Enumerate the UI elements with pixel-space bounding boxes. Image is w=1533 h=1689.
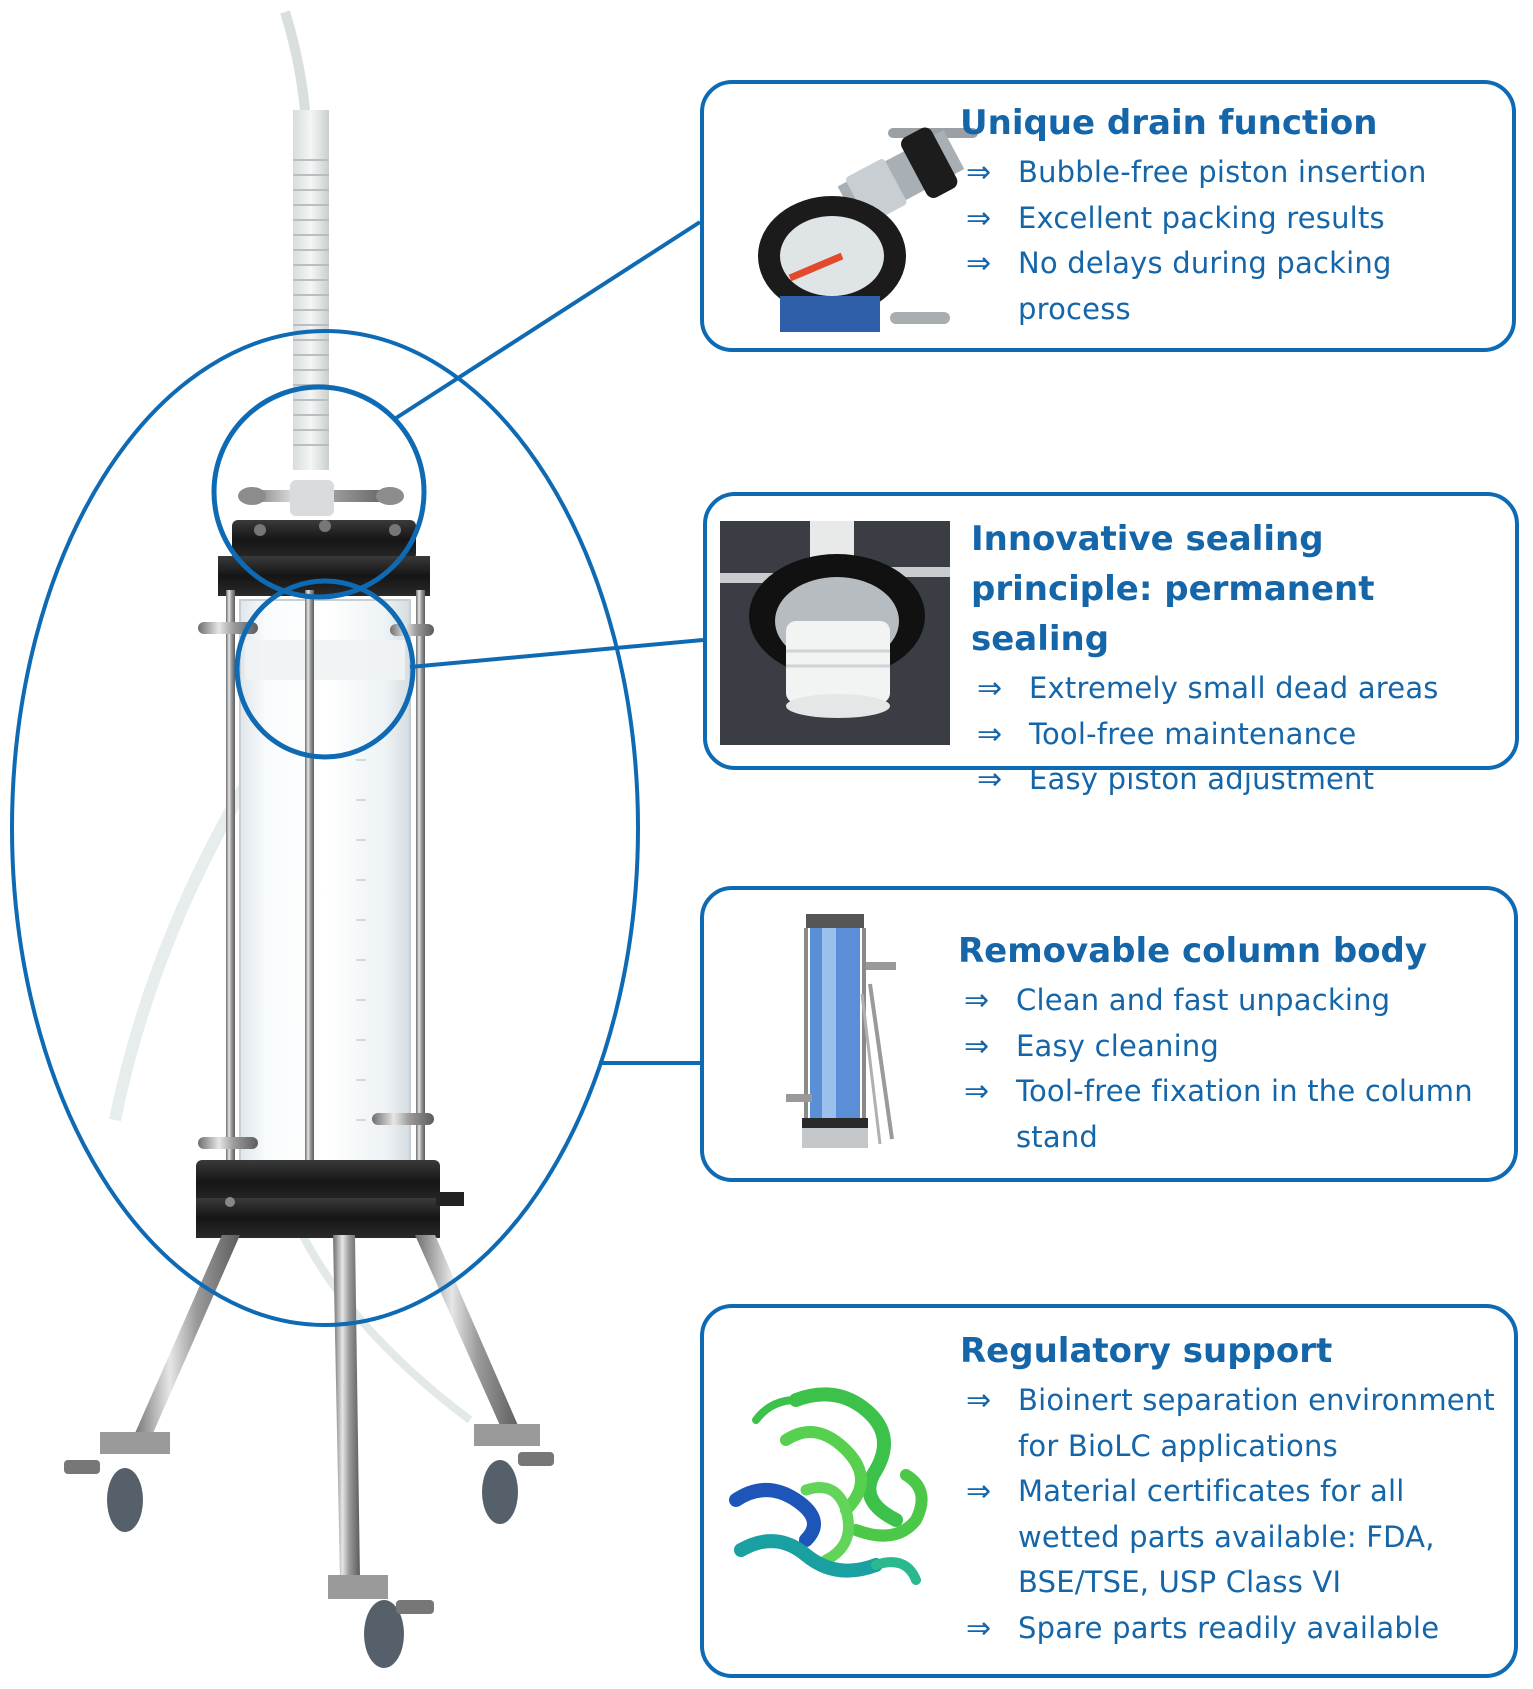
bullet-list: ⇒Clean and fast unpacking ⇒Easy cleaning… — [958, 978, 1500, 1160]
drain-text: Unique drain function ⇒Bubble-free pisto… — [960, 98, 1500, 332]
card-title: Unique drain function — [960, 103, 1378, 143]
arrow-icon: ⇒ — [977, 671, 1003, 706]
arrow-icon: ⇒ — [964, 1074, 990, 1109]
bullet-item: ⇒Tool-free maintenance — [971, 712, 1503, 758]
arrow-icon: ⇒ — [977, 716, 1003, 752]
regulatory-text: Regulatory support ⇒Bioinert separation … — [960, 1326, 1506, 1651]
bullet-item: ⇒No delays during packing process — [960, 241, 1500, 332]
bullet-list: ⇒Bioinert separation environment for Bio… — [960, 1378, 1506, 1651]
card-title: Regulatory support — [960, 1331, 1333, 1371]
bullet-list: ⇒Extremely small dead areas ⇒Tool-free m… — [971, 666, 1503, 803]
glass-column — [239, 599, 411, 1181]
top-hose — [280, 10, 313, 131]
bullet-item: ⇒Easy piston adjustment — [971, 757, 1503, 803]
leg-right — [415, 1235, 520, 1430]
piston-tube — [293, 110, 329, 470]
feature-card-regulatory: Regulatory support ⇒Bioinert separation … — [700, 1304, 1518, 1678]
arrow-icon: ⇒ — [966, 246, 992, 281]
connector-drain — [391, 220, 702, 422]
arrow-icon: ⇒ — [966, 1610, 992, 1646]
sealing-text: Innovative sealing principle: permanent … — [971, 514, 1503, 803]
bullet-item: ⇒Bubble-free piston insertion — [960, 150, 1500, 196]
bullet-item: ⇒Clean and fast unpacking — [958, 978, 1500, 1024]
arrow-icon: ⇒ — [964, 983, 990, 1018]
wheel-center — [328, 1575, 434, 1668]
bullet-item: ⇒Excellent packing results — [960, 196, 1500, 242]
feature-card-column-body: Removable column body ⇒Clean and fast un… — [700, 886, 1518, 1182]
column-body-thumbnail — [774, 904, 916, 1166]
wheel-left — [64, 1432, 170, 1532]
card-title: Removable column body — [958, 931, 1428, 971]
feature-card-drain: Unique drain function ⇒Bubble-free pisto… — [700, 80, 1516, 352]
arrow-icon: ⇒ — [966, 1474, 992, 1509]
arrow-icon: ⇒ — [977, 762, 1003, 797]
bullet-item: ⇒Extremely small dead areas — [971, 666, 1503, 712]
drain-highlight — [211, 384, 427, 600]
arrow-icon: ⇒ — [966, 1383, 992, 1418]
arrow-icon: ⇒ — [966, 155, 992, 190]
column-body-text: Removable column body ⇒Clean and fast un… — [958, 926, 1500, 1160]
column-body-highlight — [10, 329, 640, 1327]
leg-center — [333, 1235, 360, 1580]
sealing-thumbnail — [720, 521, 950, 745]
arrow-icon: ⇒ — [966, 200, 992, 236]
arrow-icon: ⇒ — [964, 1028, 990, 1064]
top-flange — [232, 520, 416, 560]
seal-highlight — [234, 578, 416, 760]
bullet-item: ⇒Easy cleaning — [958, 1024, 1500, 1070]
bullet-item: ⇒Bioinert separation environment for Bio… — [960, 1378, 1506, 1469]
bullet-item: ⇒Material certificates for all wetted pa… — [960, 1469, 1506, 1606]
drain-thumbnail — [750, 106, 990, 332]
bullet-item: ⇒Spare parts readily available — [960, 1606, 1506, 1652]
card-title: Innovative sealing principle: permanent … — [971, 519, 1375, 659]
leg-left — [132, 1235, 240, 1440]
bullet-item: ⇒Tool-free fixation in the column stand — [958, 1069, 1500, 1160]
feature-card-sealing: Innovative sealing principle: permanent … — [703, 492, 1519, 797]
protein-thumbnail — [726, 1380, 954, 1604]
bullet-list: ⇒Bubble-free piston insertion ⇒Excellent… — [960, 150, 1500, 332]
connector-seal — [409, 638, 704, 669]
bottom-flange — [196, 1160, 440, 1204]
wheel-right — [474, 1424, 554, 1524]
